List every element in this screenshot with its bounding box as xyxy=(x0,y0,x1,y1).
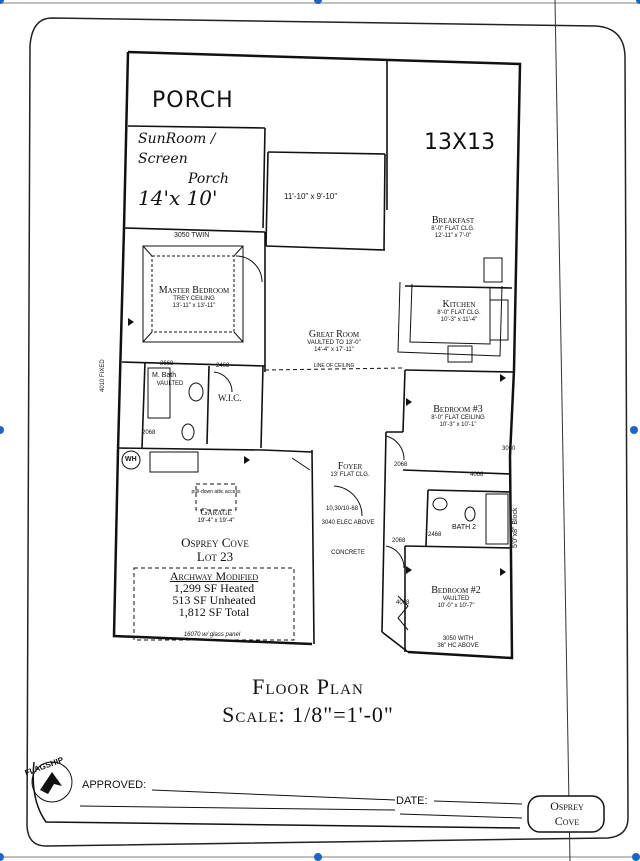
door-code: 2468 xyxy=(428,532,442,538)
foyer-ceiling: 13' FLAT CLG. xyxy=(330,472,370,478)
bedroom3-ceiling: 8'-0" FLAT CEILING xyxy=(431,415,485,421)
community-name: Osprey Cove xyxy=(181,535,249,550)
floor-plan-scale: Scale: 1/8"=1'-0" xyxy=(222,702,394,727)
bath2-label: BATH 2 xyxy=(452,524,476,531)
bath-fixtures xyxy=(121,367,509,545)
lot-number: Lot 23 xyxy=(196,549,234,564)
breakfast-label: Breakfast xyxy=(431,215,475,226)
sunroom-handwritten-line1: SunRoom / xyxy=(138,131,216,147)
breakfast-size: 12'-11" x 7'-0" xyxy=(434,233,472,239)
door-code: 2068 xyxy=(392,538,406,544)
interior-walls xyxy=(117,60,515,653)
fixed-window-label: 4010 FIXED xyxy=(100,359,106,392)
size-handwritten-note: 13X13 xyxy=(424,130,496,155)
garage-door-label: 16070 w/ glass panel xyxy=(183,632,241,638)
bedroom3-size: 10'-3" x 10'-1" xyxy=(439,422,477,428)
bedroom2-label: Bedroom #2 xyxy=(431,585,481,596)
exterior-walls xyxy=(112,50,522,660)
garage-size: 19'-4" x 19'-4" xyxy=(197,518,235,524)
resize-handle-middle-right[interactable] xyxy=(630,426,638,434)
page-border xyxy=(26,17,629,847)
door-code: 2068 xyxy=(142,430,156,436)
garage-label: Garage xyxy=(200,507,232,518)
bedroom2-size: 10'-0" x 10'-7" xyxy=(437,603,475,609)
resize-handle-top-center[interactable] xyxy=(314,0,322,4)
door-code: 3050 xyxy=(502,446,516,452)
resize-handle-bottom-left[interactable] xyxy=(0,853,4,861)
porch-handwritten-label: PORCH xyxy=(152,88,234,113)
master-size: 13'-11" x 13'-11" xyxy=(172,303,216,309)
breakfast-ceiling: 8'-0" FLAT CLG. xyxy=(431,226,475,232)
master-bath-vaulted: VAULTED xyxy=(156,381,184,387)
logo-line2: Cove xyxy=(554,814,580,828)
door-code: 4068 xyxy=(470,472,484,478)
resize-handle-middle-left[interactable] xyxy=(0,426,4,434)
resize-handle-bottom-center[interactable] xyxy=(314,853,322,861)
dashed-lines xyxy=(133,367,403,641)
bedroom2-window: 3050 WITH xyxy=(442,636,474,642)
tray-ceiling xyxy=(142,245,244,343)
tub-size-label: 5'0"x8" Block xyxy=(512,507,519,548)
door-code: 2068 xyxy=(394,462,408,468)
great-room-size: 14'-4" x 17'-11" xyxy=(314,347,354,353)
door-swings xyxy=(213,255,409,631)
elec-above-label: 3040 ELEC ABOVE xyxy=(321,520,375,526)
master-ceiling: TREY CEILING xyxy=(173,296,215,302)
great-room-label: Great Room xyxy=(308,329,360,340)
vertical-scan-line xyxy=(554,0,571,861)
date-label: DATE: xyxy=(396,795,428,807)
line-of-ceiling-label: LINE OF CEILING xyxy=(313,363,355,369)
kitchen-counters xyxy=(397,257,509,363)
window-marks xyxy=(128,318,506,576)
porch-dimension: 11'-10" x 9'-10" xyxy=(284,192,338,201)
great-room-ceiling: VAULTED TO 13'-0" xyxy=(307,340,361,346)
kitchen-size: 10'-3" x 11'-4" xyxy=(440,317,478,323)
door-code: 2468 xyxy=(216,363,230,369)
twin-window-label: 3050 TWIN xyxy=(174,232,210,239)
floor-plan-title: Floor Plan xyxy=(252,674,364,699)
bedroom2-ceiling: VAULTED xyxy=(442,596,470,602)
bedroom3-label: Bedroom #3 xyxy=(433,404,483,415)
model-name: Archway Modified xyxy=(169,569,259,583)
total-sf: 1,812 SF Total xyxy=(178,605,250,619)
master-bedroom-label: Master Bedroom xyxy=(158,285,230,296)
resize-handle-bottom-right[interactable] xyxy=(632,853,640,861)
foyer-label: Foyer xyxy=(337,461,363,472)
heated-sf: 1,299 SF Heated xyxy=(173,581,255,595)
logo-line1: Osprey xyxy=(550,799,584,813)
kitchen-ceiling: 8'-0" FLAT CLG. xyxy=(437,310,481,316)
kitchen-label: Kitchen xyxy=(442,299,476,310)
bedroom2-window-height: 36" HC ABOVE xyxy=(437,643,479,649)
wic-label: W.I.C. xyxy=(218,393,242,403)
attic-access-label: pull-down attic access xyxy=(191,489,241,495)
door-code: 2668 xyxy=(160,361,174,367)
sunroom-handwritten-line3: Porch xyxy=(188,171,229,187)
master-bath-label: M. Bath xyxy=(152,372,177,379)
resize-handle-top-left[interactable] xyxy=(0,0,4,4)
concrete-label: CONCRETE xyxy=(331,550,365,556)
door-code: 4068 xyxy=(396,600,410,606)
sunroom-handwritten-size: 14'x 10' xyxy=(138,186,218,210)
unheated-sf: 513 SF Unheated xyxy=(172,593,256,607)
door-code: 10,30/10-68 xyxy=(326,506,359,512)
sunroom-handwritten-line2: Screen xyxy=(138,151,188,167)
wh-label: WH xyxy=(125,456,137,463)
approved-label: APPROVED: xyxy=(82,779,147,791)
resize-handle-top-right[interactable] xyxy=(636,0,640,4)
